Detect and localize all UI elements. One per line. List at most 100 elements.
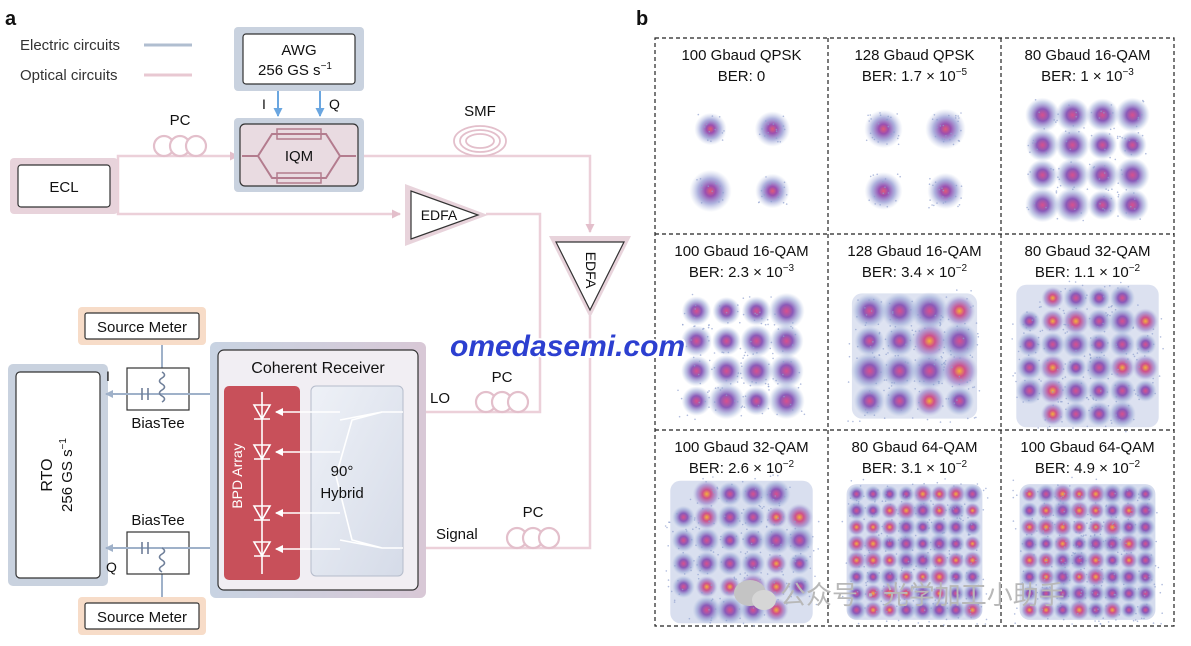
noise-dot bbox=[939, 125, 942, 127]
noise-dot bbox=[740, 377, 743, 379]
noise-dot bbox=[1041, 329, 1044, 332]
constellation-point bbox=[862, 533, 884, 555]
noise-dot bbox=[1104, 425, 1107, 428]
noise-cloud bbox=[851, 293, 978, 419]
noise-dot bbox=[973, 386, 976, 388]
noise-dot bbox=[867, 114, 869, 117]
noise-dot bbox=[978, 390, 981, 392]
noise-dot bbox=[1110, 104, 1113, 106]
noise-dot bbox=[900, 500, 903, 503]
constellation-ber: BER: 3.1 × 10−2 bbox=[862, 459, 968, 477]
noise-dot bbox=[948, 550, 951, 552]
noise-dot bbox=[1072, 125, 1075, 127]
constellation-point bbox=[1109, 285, 1136, 311]
noise-dot bbox=[690, 566, 692, 569]
noise-dot bbox=[946, 607, 949, 609]
constellation-point bbox=[1017, 332, 1042, 357]
noise-dot bbox=[699, 535, 702, 538]
noise-dot bbox=[700, 188, 703, 191]
noise-dot bbox=[1034, 119, 1037, 122]
noise-dot bbox=[678, 415, 681, 418]
noise-dot bbox=[1116, 191, 1119, 193]
noise-dot bbox=[779, 522, 781, 525]
noise-dot bbox=[1136, 606, 1139, 608]
noise-dot bbox=[897, 539, 900, 541]
noise-dot bbox=[1116, 345, 1118, 348]
noise-dot bbox=[959, 547, 962, 550]
noise-dot bbox=[742, 508, 745, 511]
noise-dot bbox=[680, 397, 683, 400]
noise-dot bbox=[1116, 596, 1118, 599]
noise-dot bbox=[741, 365, 743, 368]
noise-dot bbox=[942, 538, 944, 541]
noise-dot bbox=[969, 534, 971, 536]
noise-dot bbox=[749, 384, 752, 387]
noise-dot bbox=[891, 519, 893, 521]
noise-dot bbox=[1094, 502, 1097, 504]
noise-dot bbox=[1074, 208, 1076, 211]
noise-dot bbox=[1101, 525, 1104, 527]
noise-dot bbox=[777, 328, 780, 330]
noise-dot bbox=[1091, 406, 1093, 409]
noise-dot bbox=[770, 507, 772, 510]
noise-dot bbox=[1148, 498, 1150, 501]
noise-dot bbox=[1045, 587, 1048, 589]
noise-dot bbox=[847, 420, 849, 422]
noise-dot bbox=[719, 538, 722, 541]
noise-dot bbox=[1107, 342, 1109, 344]
hybrid-label-1: 90° bbox=[331, 463, 354, 480]
noise-dot bbox=[903, 495, 906, 497]
noise-dot bbox=[682, 324, 684, 326]
noise-dot bbox=[726, 569, 729, 571]
constellation-point bbox=[762, 479, 791, 509]
noise-dot bbox=[735, 535, 738, 538]
constellation-point bbox=[940, 352, 979, 390]
noise-dot bbox=[970, 290, 972, 292]
noise-dot bbox=[909, 339, 912, 342]
noise-dot bbox=[907, 496, 910, 499]
noise-dot bbox=[929, 548, 932, 551]
noise-dot bbox=[1135, 612, 1137, 615]
noise-dot bbox=[1017, 350, 1020, 353]
noise-dot bbox=[1154, 565, 1157, 567]
noise-dot bbox=[1062, 583, 1065, 585]
noise-dot bbox=[1027, 173, 1029, 175]
noise-dot bbox=[711, 115, 714, 117]
noise-dot bbox=[876, 173, 878, 176]
constellation-point bbox=[1085, 158, 1120, 192]
noise-dot bbox=[1102, 617, 1104, 619]
noise-dot bbox=[957, 617, 960, 619]
noise-dot bbox=[985, 618, 988, 621]
noise-dot bbox=[737, 310, 739, 313]
constellation-point bbox=[846, 550, 867, 571]
noise-dot bbox=[710, 619, 712, 622]
noise-dot bbox=[1103, 165, 1106, 167]
noise-dot bbox=[882, 181, 884, 183]
noise-dot bbox=[939, 323, 942, 325]
noise-dot bbox=[667, 585, 670, 588]
noise-dot bbox=[1072, 544, 1075, 546]
noise-dot bbox=[783, 128, 786, 131]
noise-dot bbox=[1041, 608, 1044, 611]
constellation-point bbox=[769, 323, 804, 359]
noise-dot bbox=[1057, 113, 1059, 115]
noise-dot bbox=[1075, 531, 1077, 533]
noise-dot bbox=[850, 580, 852, 583]
noise-dot bbox=[942, 597, 944, 599]
noise-dot bbox=[1117, 193, 1120, 196]
constellation-point bbox=[1036, 551, 1056, 570]
noise-dot bbox=[696, 502, 699, 504]
noise-dot bbox=[1012, 479, 1015, 482]
noise-dot bbox=[1058, 167, 1060, 170]
constellation-point bbox=[740, 505, 766, 530]
noise-dot bbox=[722, 601, 725, 603]
noise-dot bbox=[707, 185, 710, 187]
noise-dot bbox=[1051, 522, 1054, 524]
noise-dot bbox=[766, 493, 769, 496]
noise-dot bbox=[1127, 358, 1129, 360]
noise-dot bbox=[712, 551, 715, 553]
noise-dot bbox=[1058, 178, 1061, 181]
noise-dot bbox=[892, 312, 894, 314]
noise-dot bbox=[969, 354, 972, 357]
